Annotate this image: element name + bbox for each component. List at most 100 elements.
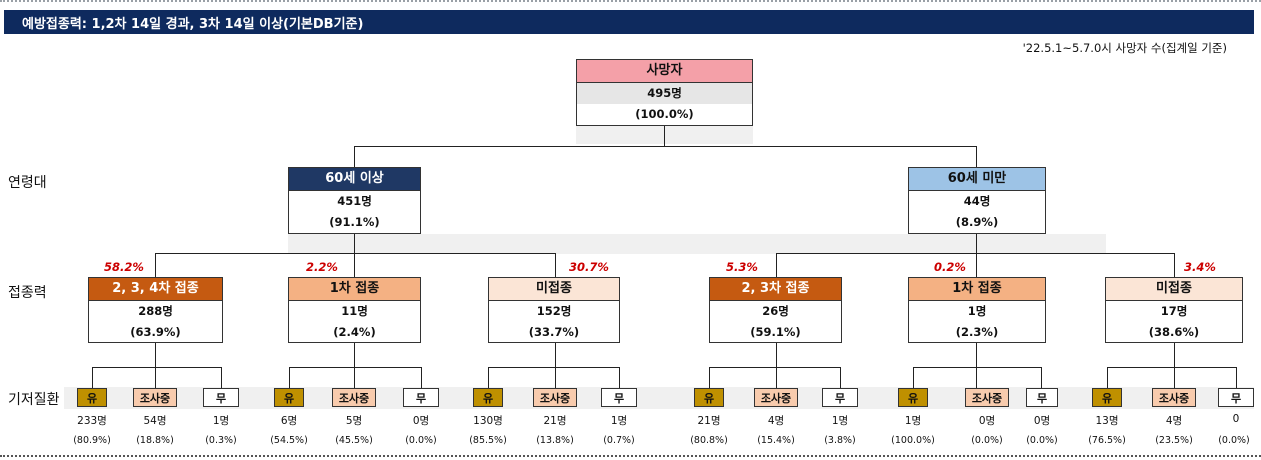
connector-line <box>92 367 93 388</box>
connector-line <box>354 146 977 147</box>
connector-line <box>354 343 355 368</box>
disease-pct: (0.0%) <box>971 435 1003 446</box>
fatality-share: 30.7% <box>569 260 609 274</box>
connector-line <box>709 367 710 388</box>
vacc-node-label: 2, 3차 접종 <box>710 278 841 301</box>
fatality-share: 2.2% <box>306 260 338 274</box>
disease-pct: (100.0%) <box>891 435 935 446</box>
connector-line <box>619 367 620 388</box>
vacc-node-label: 2, 3, 4차 접종 <box>89 278 222 301</box>
row-label-vaccination: 접종력 <box>8 285 47 301</box>
connector-line <box>976 367 977 388</box>
connector-line <box>488 367 489 388</box>
disease-investigating-label: 조사중 <box>133 388 177 407</box>
disease-no-label: 무 <box>601 388 637 407</box>
disease-pct: (0.0%) <box>1026 435 1058 446</box>
connector-line <box>976 146 977 167</box>
disease-no-label: 무 <box>203 388 239 407</box>
disease-count: 4명 <box>767 415 785 427</box>
vacc-node-pct: (38.6%) <box>1148 325 1200 339</box>
root-node: 사망자 495명 (100.0%) <box>576 59 753 126</box>
disease-count: 21명 <box>543 415 567 427</box>
disease-investigating-label: 조사중 <box>754 388 798 407</box>
root-node-pct: (100.0%) <box>635 107 694 121</box>
row-label-age: 연령대 <box>8 175 47 191</box>
date-note: '22.5.1~5.7.0시 사망자 수(집계일 기준) <box>1022 41 1227 55</box>
vacc-node-count: 1명 <box>967 304 987 318</box>
disease-investigating-label: 조사중 <box>533 388 577 407</box>
connector-line <box>289 367 422 368</box>
fatality-share: 58.2% <box>104 260 144 274</box>
spacer-band-age <box>288 234 1106 254</box>
disease-pct: (54.5%) <box>270 435 308 446</box>
disease-yes-label: 유 <box>898 388 928 407</box>
age-node-label: 60세 이상 <box>289 168 420 191</box>
connector-line <box>488 367 620 368</box>
connector-line <box>155 253 556 254</box>
disease-pct: (80.8%) <box>690 435 728 446</box>
connector-line <box>776 367 777 388</box>
fatality-share: 3.4% <box>1184 260 1216 274</box>
connector-line <box>155 343 156 368</box>
connector-line <box>1041 367 1042 388</box>
vacc-node-unvaccinated: 미접종 17명 (38.6%) <box>1105 277 1243 343</box>
connector-line <box>776 343 777 368</box>
vacc-node-count: 17명 <box>1160 304 1188 318</box>
disease-pct: (3.8%) <box>824 435 856 446</box>
connector-line <box>976 233 977 254</box>
disease-pct: (15.4%) <box>757 435 795 446</box>
age-node-over-60: 60세 이상 451명 (91.1%) <box>288 167 421 234</box>
disease-investigating-label: 조사중 <box>332 388 376 407</box>
disease-pct: (45.5%) <box>335 435 373 446</box>
fatality-share: 0.2% <box>934 260 966 274</box>
vacc-node-2-3-4-dose: 2, 3, 4차 접종 288명 (63.9%) <box>88 277 223 343</box>
connector-line <box>1107 367 1108 388</box>
title-bar: 예방접종력: 1,2차 14일 경과, 3차 14일 이상(기본DB기준) <box>4 10 1254 34</box>
vacc-node-2-3-dose: 2, 3차 접종 26명 (59.1%) <box>709 277 842 343</box>
vacc-node-label: 1차 접종 <box>289 278 420 301</box>
disease-pct: (18.8%) <box>136 435 174 446</box>
age-node-pct: (8.9%) <box>955 215 999 229</box>
disease-yes-label: 유 <box>77 388 107 407</box>
disease-count: 5명 <box>345 415 363 427</box>
connector-line <box>1107 367 1237 368</box>
disease-count: 1명 <box>904 415 922 427</box>
connector-line <box>555 343 556 368</box>
root-node-label: 사망자 <box>577 60 752 83</box>
age-node-under-60: 60세 미만 44명 (8.9%) <box>908 167 1046 234</box>
connector-line <box>421 367 422 388</box>
disease-count: 1명 <box>212 415 230 427</box>
vacc-node-count: 152명 <box>536 304 572 318</box>
disease-count: 0명 <box>978 415 996 427</box>
connector-line <box>1174 343 1175 368</box>
connector-line <box>840 367 841 388</box>
disease-yes-label: 유 <box>694 388 724 407</box>
disease-count: 130명 <box>473 415 503 427</box>
disease-pct: (0.7%) <box>603 435 635 446</box>
connector-line <box>664 126 665 147</box>
page-title: 예방접종력: 1,2차 14일 경과, 3차 14일 이상(기본DB기준) <box>22 17 364 32</box>
connector-line <box>155 253 156 277</box>
connector-line <box>354 146 355 167</box>
disease-no-label: 무 <box>1026 388 1058 407</box>
age-node-pct: (91.1%) <box>329 215 380 229</box>
disease-yes-label: 유 <box>473 388 503 407</box>
connector-line <box>555 367 556 388</box>
disease-pct: (85.5%) <box>469 435 507 446</box>
disease-pct: (23.5%) <box>1155 435 1193 446</box>
age-node-count: 44명 <box>963 194 991 208</box>
disease-no-label: 무 <box>822 388 858 407</box>
disease-count: 0명 <box>1033 415 1051 427</box>
vacc-node-label: 미접종 <box>489 278 619 301</box>
disease-pct: (76.5%) <box>1088 435 1126 446</box>
connector-line <box>913 367 1042 368</box>
connector-line <box>913 367 914 388</box>
disease-count: 13명 <box>1095 415 1119 427</box>
connector-line <box>709 367 841 368</box>
disease-pct: (80.9%) <box>73 435 111 446</box>
vacc-node-count: 11명 <box>341 304 368 318</box>
disease-pct: (0.3%) <box>205 435 237 446</box>
vacc-node-label: 1차 접종 <box>909 278 1045 301</box>
vacc-node-count: 26명 <box>762 304 789 318</box>
disease-count: 0 <box>1232 413 1240 425</box>
